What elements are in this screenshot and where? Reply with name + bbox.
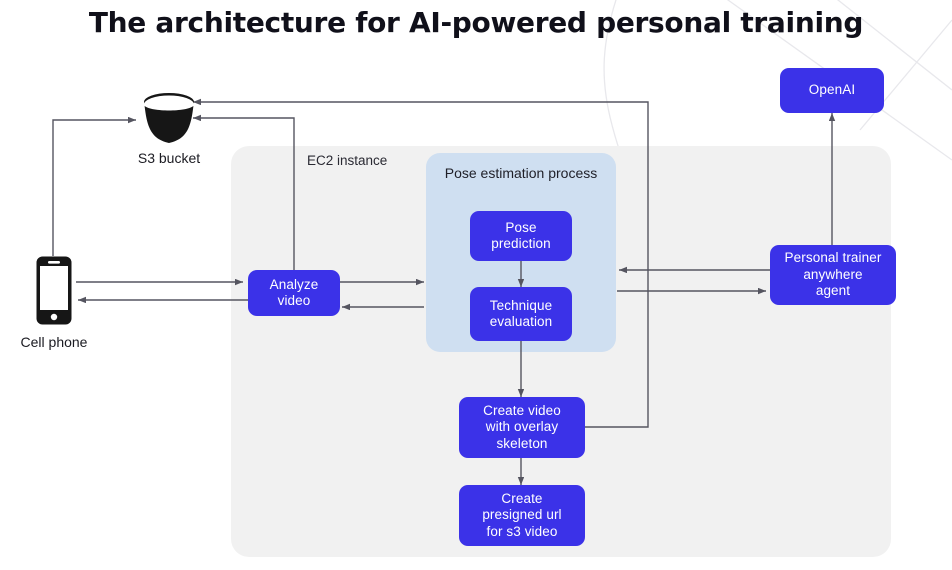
cell-phone-label: Cell phone — [20, 334, 88, 350]
node-pose-prediction[interactable]: Pose prediction — [470, 211, 572, 261]
page-title: The architecture for AI-powered personal… — [88, 6, 864, 39]
mobile-phone-icon — [36, 256, 72, 325]
ec2-instance-label: EC2 instance — [307, 153, 388, 168]
edge-phone-to-s3 — [52, 116, 136, 256]
pose-estimation-group-label: Pose estimation process — [444, 165, 598, 181]
node-analyze-video[interactable]: Analyze video — [248, 270, 340, 316]
s3-bucket-label: S3 bucket — [137, 150, 201, 166]
node-create-video-overlay[interactable]: Create video with overlay skeleton — [459, 397, 585, 458]
node-openai[interactable]: OpenAI — [780, 68, 884, 113]
node-technique-evaluation[interactable]: Technique evaluation — [470, 287, 572, 341]
bucket-icon — [144, 93, 194, 143]
node-personal-trainer-agent[interactable]: Personal trainer anywhere agent — [770, 245, 896, 305]
node-create-presigned-url[interactable]: Create presigned url for s3 video — [459, 485, 585, 546]
